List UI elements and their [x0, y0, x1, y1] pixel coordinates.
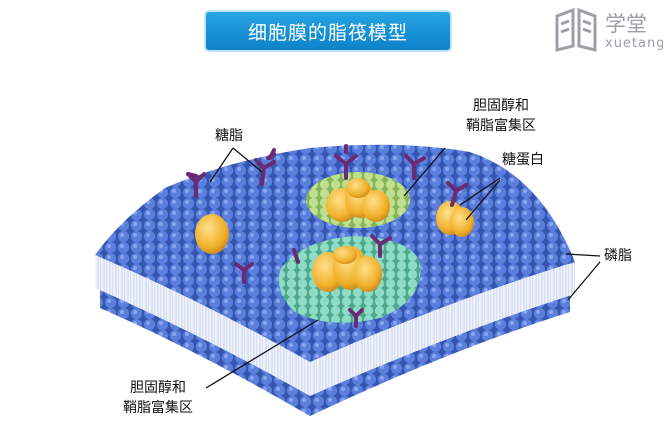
logo-subtext: xuetang: [605, 36, 663, 51]
sugar-chains: [186, 144, 468, 328]
label-raft-bottom-line1: 胆固醇和: [130, 380, 186, 396]
label-raft-bottom-line2: 鞘脂富集区: [123, 400, 193, 416]
protein-left: [195, 214, 229, 254]
protein-raft-bottom: [312, 246, 382, 292]
page-title: 细胞膜的脂筏模型: [206, 12, 450, 50]
label-raft-bottom: 胆固醇和 鞘脂富集区: [112, 378, 204, 418]
label-raft-top-line1: 胆固醇和: [473, 98, 529, 114]
label-phospholipid: 磷脂: [604, 248, 632, 264]
logo: 学堂 xuetang: [553, 6, 663, 54]
protein-right: [436, 201, 474, 237]
tail-band: [95, 255, 575, 396]
label-glycolipid: 糖脂: [215, 128, 243, 144]
protein-raft-top: [326, 178, 390, 222]
logo-text: 学堂: [605, 12, 647, 36]
book-icon: [555, 7, 597, 52]
bottom-leaflet: [100, 285, 570, 416]
label-raft-top-line2: 鞘脂富集区: [466, 118, 536, 134]
leader-lines: [205, 147, 601, 389]
label-glycoprotein: 糖蛋白: [502, 152, 544, 168]
label-raft-top: 胆固醇和 鞘脂富集区: [456, 96, 546, 136]
